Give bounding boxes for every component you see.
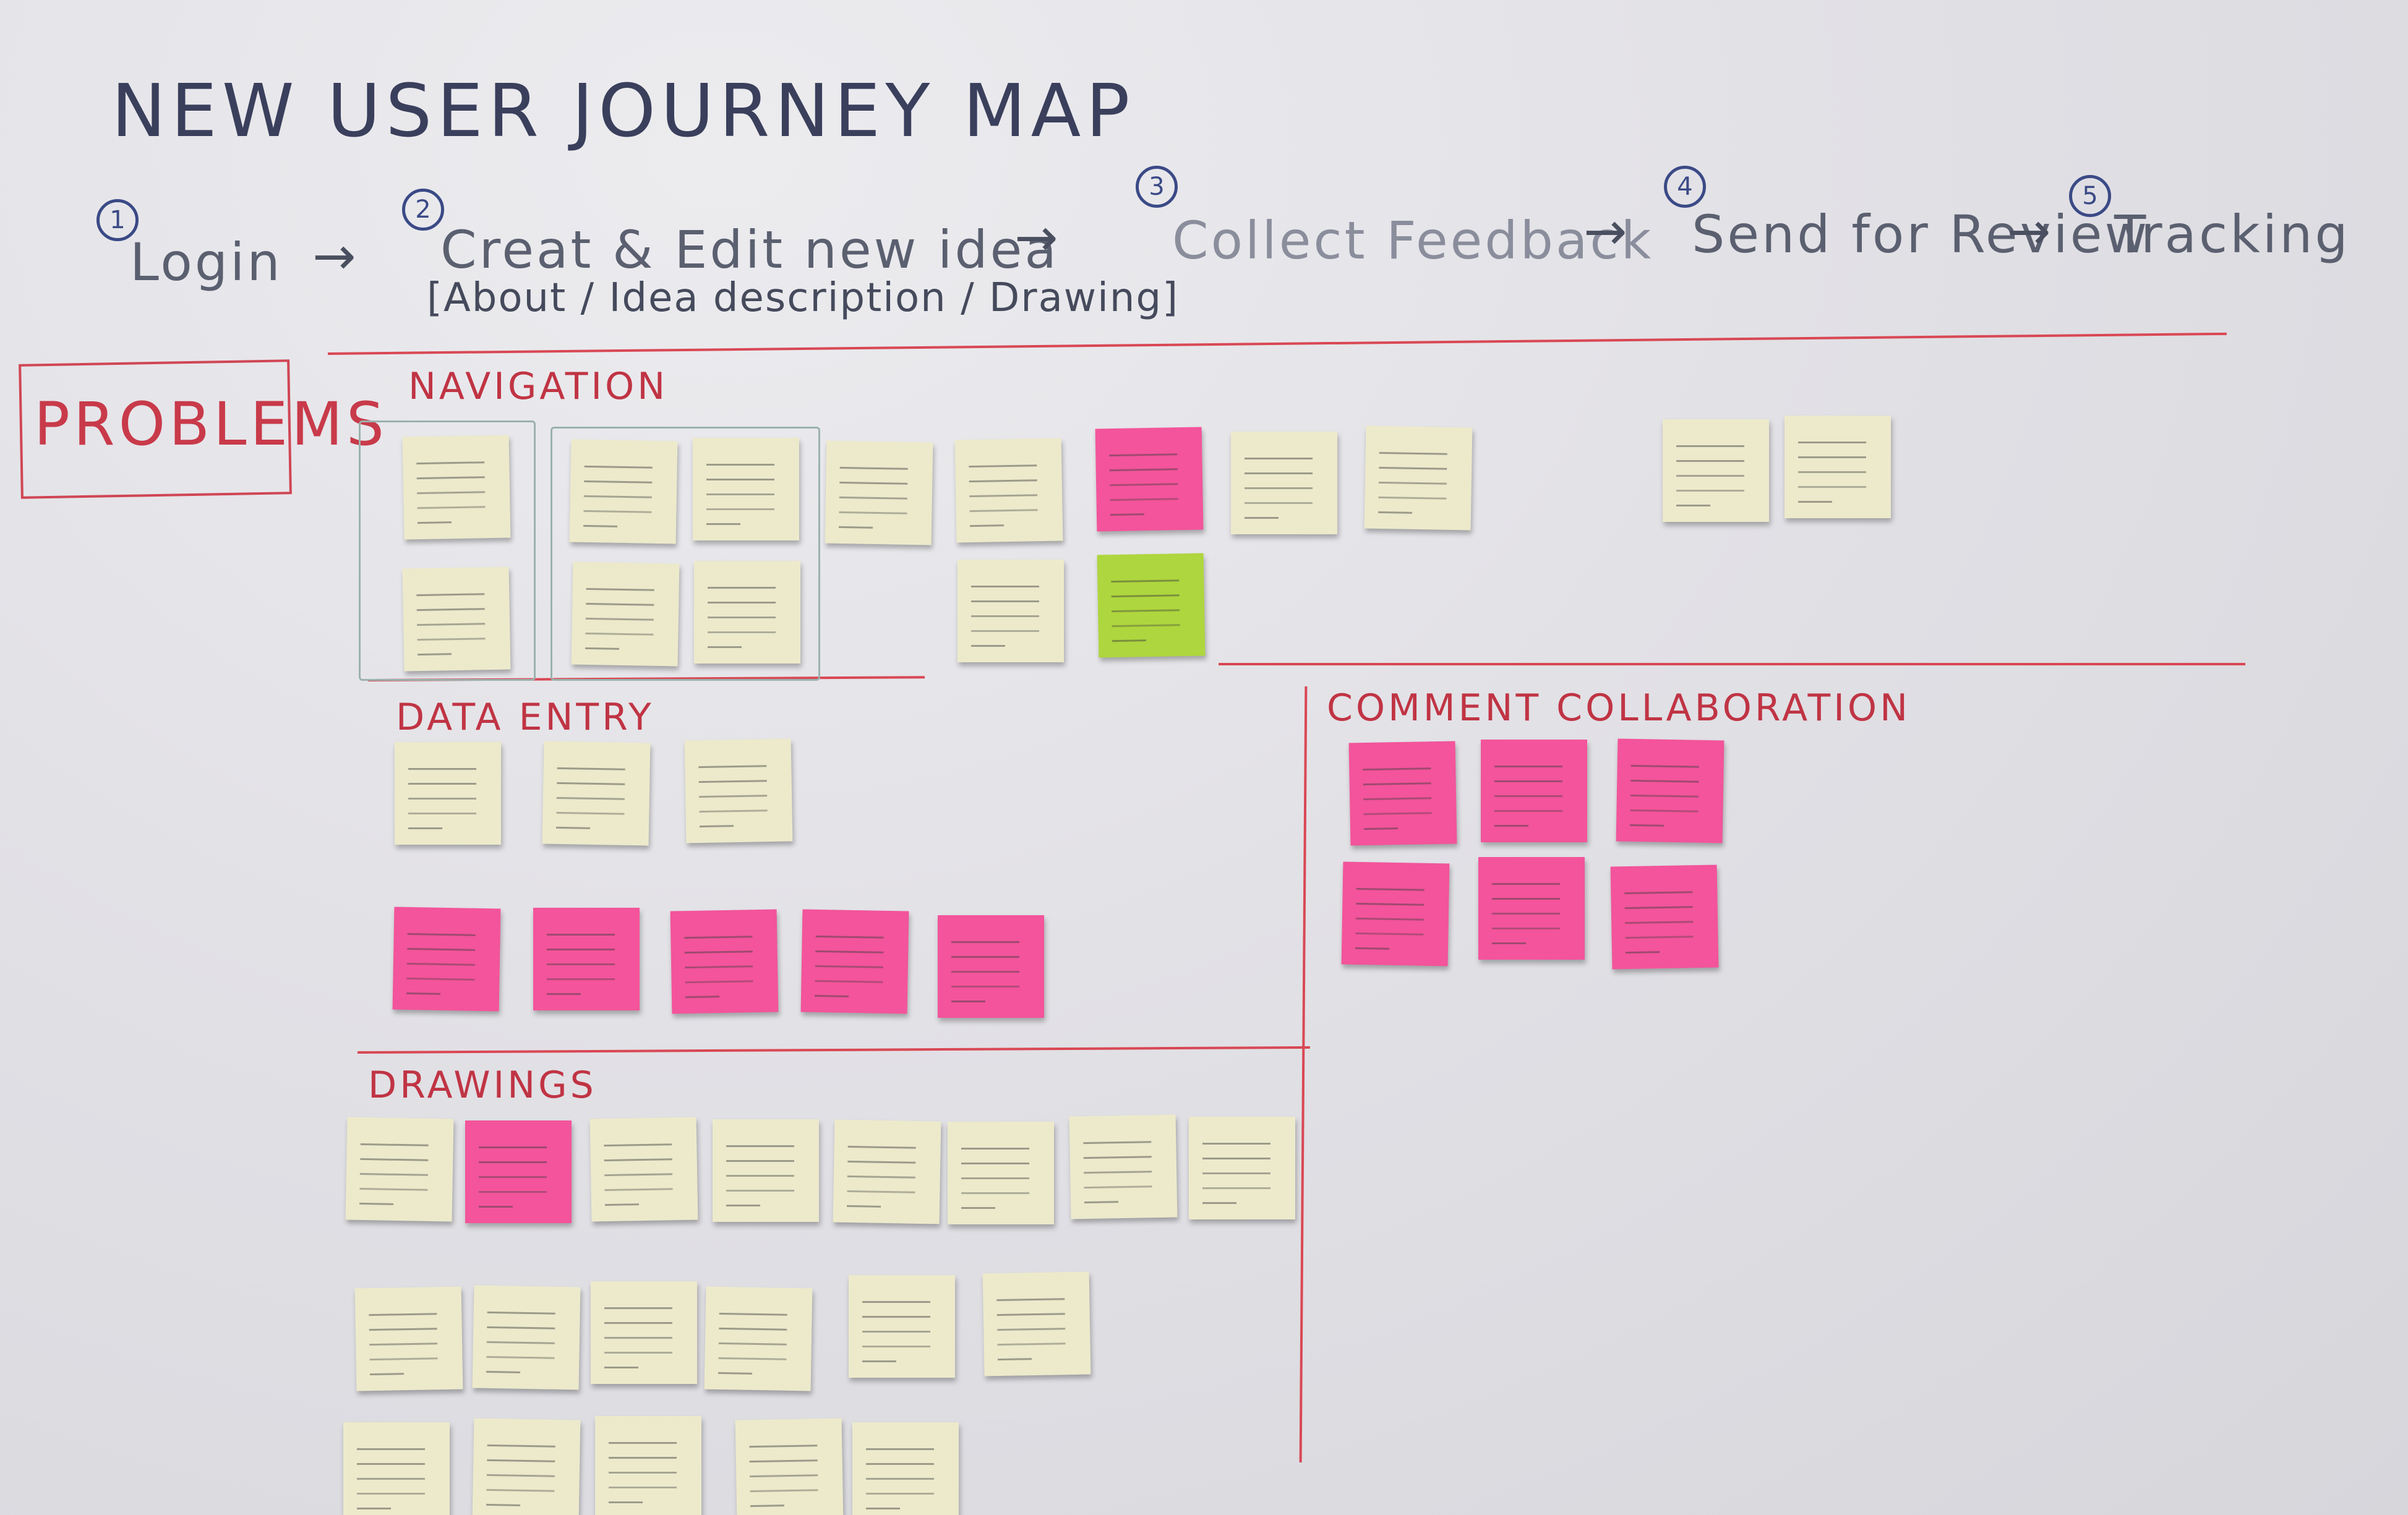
cluster-outline (359, 420, 536, 681)
section-comment-collaboration: COMMENT COLLABORATION (1327, 686, 1911, 730)
sticky-note (825, 440, 933, 545)
step-5-label: Tracking (2114, 204, 2350, 265)
sticky-note (1095, 427, 1204, 532)
sticky-note (958, 560, 1064, 662)
sticky-note (569, 439, 678, 544)
arrow-2-icon: → (1014, 207, 1061, 268)
sticky-note (938, 915, 1044, 1018)
sticky-note (533, 908, 640, 1010)
sticky-note (571, 561, 680, 667)
sticky-note (354, 1286, 463, 1391)
sticky-note (1231, 432, 1337, 534)
sticky-note (1069, 1114, 1178, 1219)
problems-label: PROBLEMS (34, 390, 388, 459)
step-3-number: 3 (1136, 166, 1178, 208)
sticky-note (392, 907, 501, 1012)
step-1-label: Login (130, 232, 283, 292)
sticky-note (1189, 1117, 1295, 1219)
sticky-note (849, 1275, 955, 1378)
sticky-note (833, 1119, 941, 1224)
step-4-label: Send for Review (1692, 204, 2150, 265)
sticky-note (800, 909, 909, 1014)
section-data-entry: DATA ENTRY (396, 696, 654, 739)
drawings-divider-line (357, 1046, 1310, 1054)
step-1-number: 1 (96, 199, 139, 241)
section-drawings: DRAWINGS (368, 1064, 597, 1107)
arrow-1-icon: → (312, 226, 359, 286)
sticky-note (852, 1422, 959, 1515)
sticky-note (982, 1271, 1091, 1376)
sticky-note (1663, 419, 1769, 522)
cluster-outline (551, 427, 820, 681)
sticky-note (472, 1285, 581, 1390)
sticky-note (670, 909, 779, 1014)
arrow-4-icon: → (2007, 201, 2054, 262)
sticky-note (343, 1422, 450, 1515)
sticky-note (1097, 553, 1206, 658)
sticky-note (395, 742, 501, 845)
sticky-note (954, 438, 1063, 543)
sticky-note (948, 1122, 1054, 1224)
step-2-detail: [About / Idea description / Drawing] (427, 275, 1180, 321)
sticky-note (1610, 864, 1719, 970)
sticky-note (1785, 416, 1891, 518)
sticky-note (402, 566, 511, 672)
sticky-note (402, 435, 511, 540)
sticky-note (704, 1286, 813, 1391)
sticky-note (542, 741, 651, 846)
sticky-note (1616, 738, 1725, 843)
step-4-number: 4 (1664, 166, 1706, 208)
sticky-note (684, 738, 793, 843)
sticky-note (595, 1416, 701, 1515)
sticky-note (1341, 861, 1450, 967)
sticky-note (693, 438, 799, 540)
sticky-note (589, 1117, 698, 1222)
top-divider-right (1219, 663, 2245, 665)
step-2-number: 2 (402, 189, 444, 231)
sticky-note (591, 1281, 697, 1384)
sticky-note (472, 1418, 581, 1515)
vertical-divider-line (1299, 686, 1308, 1462)
arrow-3-icon: → (1583, 201, 1630, 262)
sticky-note (1481, 740, 1587, 842)
sticky-note (1364, 425, 1473, 531)
header-divider-line (327, 332, 2227, 355)
section-navigation: NAVIGATION (408, 365, 669, 408)
board-title: NEW USER JOURNEY MAP (111, 68, 1135, 153)
sticky-note (694, 561, 800, 664)
sticky-note (735, 1418, 844, 1515)
step-3-label: Collect Feedback (1172, 210, 1654, 271)
sticky-note (345, 1117, 454, 1222)
sticky-note (713, 1119, 819, 1222)
sticky-note (465, 1120, 572, 1223)
sticky-note (1348, 741, 1457, 846)
sticky-note (1478, 857, 1585, 960)
step-2-label: Creat & Edit new idea (440, 220, 1059, 280)
step-5-number: 5 (2069, 175, 2111, 217)
